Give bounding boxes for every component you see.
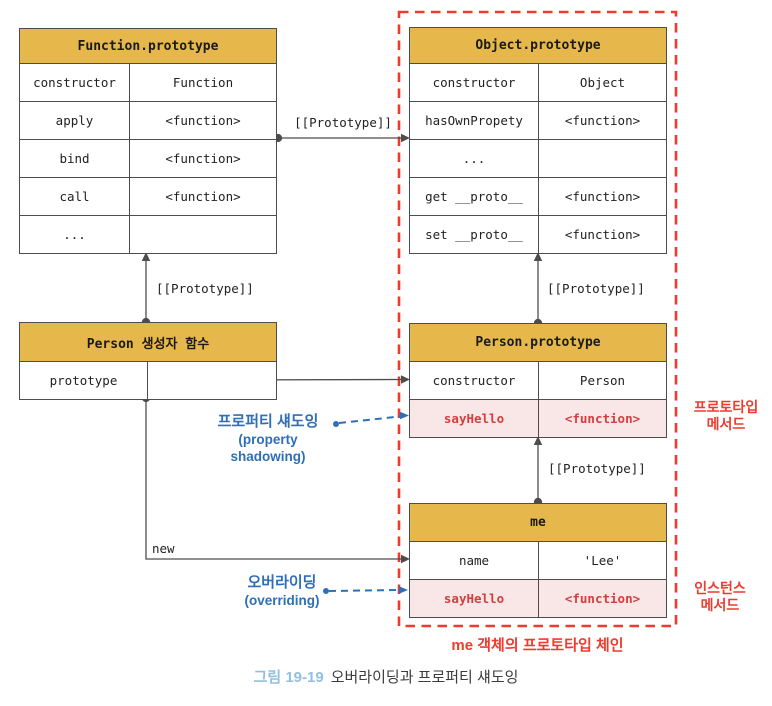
- table-title: Object.prototype: [410, 28, 666, 63]
- table-row: ...: [410, 139, 666, 177]
- property-value: [539, 140, 666, 177]
- prototype-method-annotation: 프로토타입 메서드: [678, 399, 772, 433]
- property-shadowing-en: (property shadowing): [230, 431, 306, 464]
- table-row: apply <function>: [20, 101, 276, 139]
- table-row: get __proto__ <function>: [410, 177, 666, 215]
- property-value: [148, 362, 276, 399]
- property-value: Object: [579, 75, 626, 90]
- table-row: set __proto__ <function>: [410, 215, 666, 253]
- table-me: me name 'Lee' sayHello <function>: [409, 503, 667, 618]
- instance-method-line2: 메서드: [700, 596, 740, 613]
- table-row: bind <function>: [20, 139, 276, 177]
- property-key: prototype: [20, 362, 148, 399]
- new-operator-label: new: [152, 541, 175, 556]
- property-key: constructor: [410, 64, 539, 101]
- property-value: <function>: [165, 151, 241, 166]
- figure-number: 그림 19-19: [253, 669, 324, 686]
- property-value: <function>: [165, 113, 241, 128]
- property-key: apply: [20, 102, 130, 139]
- property-value: Person: [579, 373, 626, 388]
- table-row: prototype: [20, 361, 276, 399]
- property-value: <function>: [564, 227, 641, 242]
- property-value: <function>: [564, 113, 641, 128]
- table-row-overriding-method: sayHello <function>: [410, 579, 666, 617]
- table-function-prototype: Function.prototype constructor Function …: [19, 28, 277, 254]
- prototype-link-label-right-upper: [[Prototype]]: [547, 281, 645, 296]
- property-key: call: [20, 178, 130, 215]
- table-title: Person.prototype: [410, 324, 666, 361]
- property-key: sayHello: [410, 400, 539, 437]
- property-key: get __proto__: [410, 178, 539, 215]
- prototype-link-label-left: [[Prototype]]: [156, 281, 254, 296]
- property-key: constructor: [20, 64, 130, 101]
- prototype-link-label-right-lower: [[Prototype]]: [548, 461, 646, 476]
- property-value: <function>: [165, 189, 241, 204]
- property-value: 'Lee': [583, 553, 622, 568]
- annotation-arrows: [323, 411, 409, 594]
- chain-caption: me 객체의 프로토타입 체인: [451, 637, 624, 654]
- table-row: call <function>: [20, 177, 276, 215]
- table-title: me: [410, 504, 666, 541]
- table-row: constructor Person: [410, 361, 666, 399]
- prototype-method-line2: 메서드: [706, 415, 746, 432]
- property-key: ...: [20, 216, 130, 253]
- table-title: Person 생성자 함수: [20, 323, 276, 361]
- property-value: <function>: [564, 189, 641, 204]
- property-value: <function>: [564, 411, 641, 426]
- property-key: constructor: [410, 362, 539, 399]
- property-value: [130, 216, 276, 253]
- figure-caption: 그림 19-19 오버라이딩과 프로퍼티 섀도잉: [0, 666, 772, 687]
- property-shadowing-ko: 프로퍼티 섀도잉: [217, 413, 319, 430]
- property-key: set __proto__: [410, 216, 539, 253]
- prototype-method-line1: 프로토타입: [693, 399, 759, 415]
- table-row: ...: [20, 215, 276, 253]
- property-value: <function>: [564, 591, 641, 606]
- property-shadowing-annotation: 프로퍼티 섀도잉 (property shadowing): [201, 413, 335, 466]
- property-key: bind: [20, 140, 130, 177]
- table-row: constructor Object: [410, 63, 666, 101]
- table-person-constructor: Person 생성자 함수 prototype: [19, 322, 277, 400]
- property-key: name: [410, 542, 539, 579]
- overriding-annotation: 오버라이딩 (overriding): [223, 574, 341, 610]
- table-person-prototype: Person.prototype constructor Person sayH…: [409, 323, 667, 438]
- table-object-prototype: Object.prototype constructor Object hasO…: [409, 27, 667, 254]
- prototype-link-label-top: [[Prototype]]: [294, 115, 392, 130]
- property-key: sayHello: [410, 580, 539, 617]
- overriding-ko: 오버라이딩: [247, 574, 317, 591]
- instance-method-line1: 인스턴스: [694, 580, 746, 596]
- chain-boundary-box: [397, 10, 678, 628]
- property-value: Function: [172, 75, 234, 90]
- property-key: ...: [410, 140, 539, 177]
- table-row: constructor Function: [20, 63, 276, 101]
- table-title: Function.prototype: [20, 29, 276, 63]
- figure-title: 오버라이딩과 프로퍼티 섀도잉: [330, 669, 519, 686]
- instance-method-annotation: 인스턴스 메서드: [680, 580, 760, 614]
- overriding-en: (overriding): [244, 592, 320, 608]
- prototype-links: [141, 133, 543, 564]
- property-key: hasOwnPropety: [410, 102, 539, 139]
- table-row-shadowed-method: sayHello <function>: [410, 399, 666, 437]
- table-row: name 'Lee': [410, 541, 666, 579]
- table-row: hasOwnPropety <function>: [410, 101, 666, 139]
